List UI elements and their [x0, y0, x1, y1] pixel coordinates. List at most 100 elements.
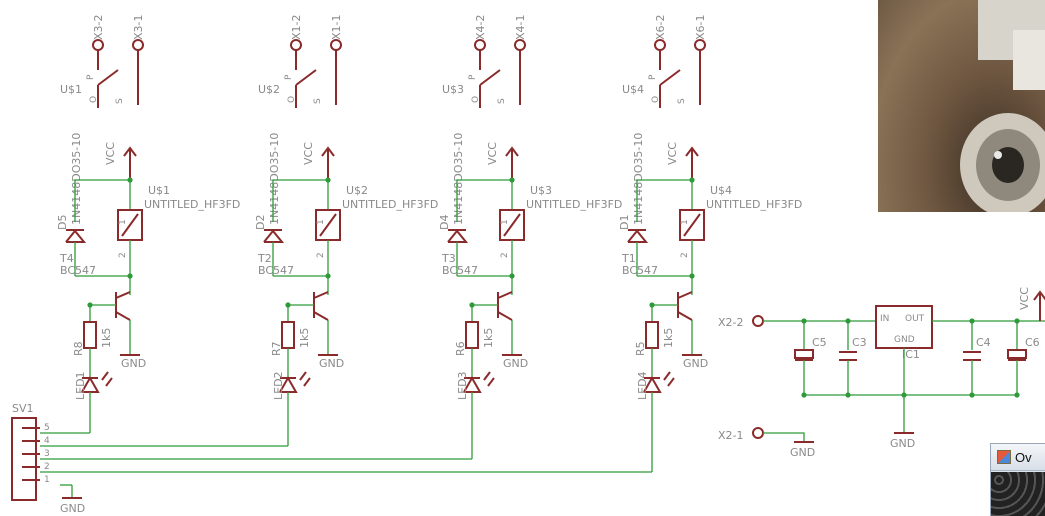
transistor-ref: T3 [441, 252, 456, 265]
resistor [645, 321, 659, 349]
pin-s: S [677, 98, 687, 104]
led-ray [299, 371, 307, 381]
reg-gnd-conn: X2-1 [718, 429, 744, 442]
transistor-part: BC547 [60, 264, 96, 277]
window-titlebar[interactable]: Ov [991, 444, 1045, 471]
vcc-label: VCC [104, 142, 117, 165]
coil-slash [121, 213, 139, 237]
rail-top [272, 179, 328, 222]
switch-ref: U$3 [442, 83, 464, 96]
pin-s: S [313, 98, 323, 104]
polarized-cap [794, 349, 814, 359]
transistor-collector [497, 291, 513, 299]
terminal-a [290, 39, 302, 51]
gnd-label: GND [319, 357, 344, 370]
pin-s: S [115, 98, 125, 104]
switch-blade [479, 69, 501, 86]
led-ray [667, 377, 675, 387]
resistor-ref: R5 [634, 341, 647, 356]
led-ray [105, 377, 113, 387]
diode-ref: D5 [56, 215, 69, 230]
pin-o: O [89, 96, 99, 103]
ic-pin-out: OUT [905, 314, 925, 324]
led-ray [303, 377, 311, 387]
header-pin-num: 1 [44, 475, 50, 485]
resistor-value: 1k5 [100, 328, 113, 348]
coil-pin-1: 1 [316, 219, 326, 225]
vcc-label: VCC [302, 142, 315, 165]
resistor [281, 321, 295, 349]
coil-slash [319, 213, 337, 237]
coil-pin-2: 2 [500, 252, 510, 258]
resistor-ref: R7 [270, 341, 283, 356]
transistor-collector [677, 291, 693, 299]
relay-ref: U$2 [346, 184, 368, 197]
conn-a-label: X3-2 [92, 14, 105, 40]
terminal-b [694, 39, 706, 51]
vcc-arrow [123, 146, 137, 157]
transistor-ref: T2 [257, 252, 272, 265]
pin-o: O [287, 96, 297, 103]
transistor-collector [115, 291, 131, 299]
relay-ref: U$4 [710, 184, 732, 197]
transistor-ref: T1 [621, 252, 636, 265]
vcc-label: VCC [666, 142, 679, 165]
junction-dot [901, 392, 907, 398]
terminal-b [514, 39, 526, 51]
conn-b-label: X6-1 [694, 14, 707, 40]
terminal-a [92, 39, 104, 51]
relay-name: UNTITLED_HF3FD [342, 198, 438, 211]
photo-inset [878, 0, 1045, 212]
cap-ref: C5 [812, 336, 827, 349]
junction-dot [845, 392, 851, 398]
diode-relay-text: 1N4148DO35-10 [70, 133, 83, 225]
diode-body [263, 229, 285, 243]
conn-a-label: X6-2 [654, 14, 667, 40]
conn-a-label: X4-2 [474, 14, 487, 40]
header-body [11, 417, 37, 501]
app-window-thumbnail[interactable]: Ov [990, 443, 1045, 516]
transistor-part: BC547 [442, 264, 478, 277]
led-ref: LED2 [272, 371, 285, 400]
relay-name: UNTITLED_HF3FD [706, 198, 802, 211]
ic-pin-in: IN [880, 314, 889, 324]
switch-ref: U$2 [258, 83, 280, 96]
header-ref: SV1 [12, 402, 34, 415]
diode-body [627, 229, 649, 243]
junction-dot [801, 392, 807, 398]
window-content [991, 472, 1045, 516]
resistor [83, 321, 97, 349]
transistor-emitter [313, 311, 329, 321]
vcc-arrow [321, 146, 335, 157]
resistor-ref: R8 [72, 341, 85, 356]
gnd-label: GND [121, 357, 146, 370]
pin-p: P [468, 74, 478, 80]
terminal-b [132, 39, 144, 51]
led-ray [483, 371, 491, 381]
diode-relay-text: 1N4148DO35-10 [268, 133, 281, 225]
pin-o: O [471, 96, 481, 103]
terminal-a [474, 39, 486, 51]
gnd-label: GND [683, 357, 708, 370]
header-pin-num: 2 [44, 462, 50, 472]
transistor-part: BC547 [622, 264, 658, 277]
pin-p: P [284, 74, 294, 80]
transistor-emitter [497, 311, 513, 321]
app-icon [997, 450, 1011, 464]
junction-dot [969, 392, 975, 398]
window-title: Ov [1015, 449, 1032, 465]
junction-dot [1014, 392, 1020, 398]
coil-pin-2: 2 [118, 252, 128, 258]
switch-blade [659, 69, 681, 86]
conn-b-label: X4-1 [514, 14, 527, 40]
switch-ref: U$1 [60, 83, 82, 96]
vcc-arrow [685, 146, 699, 157]
pin-p: P [86, 74, 96, 80]
reg-gnd-wire [763, 432, 805, 442]
gnd-label: GND [503, 357, 528, 370]
